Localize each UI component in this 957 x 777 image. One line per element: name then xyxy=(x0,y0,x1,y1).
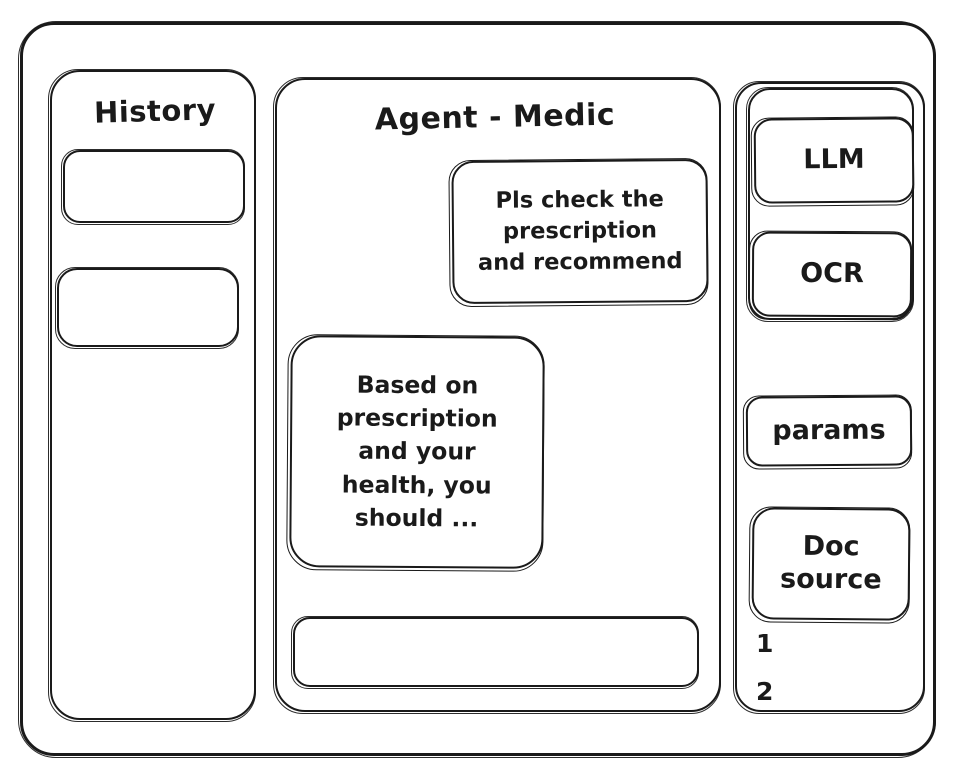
doc-source-list: 1 2 xyxy=(756,620,876,716)
chat-message-agent: Based on prescription and your health, y… xyxy=(289,335,545,569)
tool-button-llm[interactable]: LLM xyxy=(753,117,915,204)
tool-button-ocr[interactable]: OCR xyxy=(751,231,913,318)
doc-source-list-item[interactable]: 2 xyxy=(756,677,774,706)
chat-message-user: Pls check the prescription and recommend xyxy=(451,158,709,305)
history-panel-title: History xyxy=(93,92,217,130)
tool-button-params-label: params xyxy=(772,414,886,446)
history-list-item[interactable] xyxy=(55,267,239,349)
chat-message-user-text: Pls check the prescription and recommend xyxy=(477,186,683,276)
tool-button-ocr-label: OCR xyxy=(800,257,864,290)
tool-button-doc-source[interactable]: Doc source xyxy=(751,507,911,621)
message-input[interactable] xyxy=(291,616,699,689)
doc-source-list-item[interactable]: 1 xyxy=(756,629,774,658)
tool-button-doc-source-label: Doc source xyxy=(779,530,882,596)
tool-button-llm-label: LLM xyxy=(803,143,865,176)
tool-button-params[interactable]: params xyxy=(745,395,913,467)
history-list-item[interactable] xyxy=(61,149,245,225)
chat-message-agent-text: Based on prescription and your health, y… xyxy=(336,370,498,533)
